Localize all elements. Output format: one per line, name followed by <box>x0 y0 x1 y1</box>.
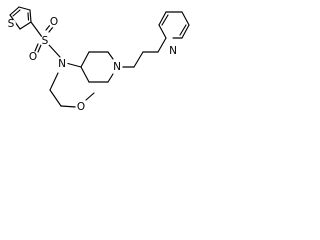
atom-n1: N <box>56 58 68 70</box>
bond-pyridine-3 <box>158 11 167 26</box>
bond-pyridine-double-1 <box>161 14 169 26</box>
bond-sulfonyl-oxygen-a1 <box>34 43 39 52</box>
bond-thiophene-double-1 <box>12 9 21 17</box>
atom-n2: N <box>111 61 123 73</box>
bond-piperidine-4 <box>107 73 114 83</box>
atom-s2-label: S <box>42 35 49 47</box>
bond-pyridine-double-2 <box>179 24 187 36</box>
bond-nitrogen-piperidine <box>65 62 82 68</box>
bond-thiophene-2 <box>18 6 31 11</box>
atom-s1-label: S <box>8 18 15 30</box>
bond-pyridine-5 <box>181 11 190 26</box>
atom-o2-label: O <box>29 51 37 63</box>
bond-thiophene-double-2 <box>27 12 30 21</box>
bond-thiophene-4 <box>19 21 32 30</box>
atom-o3-label: O <box>77 101 85 113</box>
atom-n3-label: N <box>169 45 177 57</box>
bond-piperidine-6 <box>80 66 90 83</box>
bond-sulfonyl-oxygen-a2 <box>37 44 42 53</box>
bond-pyridine-2 <box>158 24 167 39</box>
atom-o2: O <box>27 51 39 63</box>
bond-nitrogen-ch2 <box>49 72 59 91</box>
methoxyethyl-chain <box>49 72 95 108</box>
piperidine-ring <box>65 51 114 83</box>
atom-s1: S <box>6 18 16 30</box>
atom-n1-label: N <box>58 58 66 70</box>
bond-sulfonyl-oxygen-b1 <box>45 24 51 31</box>
atom-labels: S S O O N N N O <box>6 16 179 113</box>
bond-piperidine-1 <box>80 51 90 68</box>
sulfonyl-group <box>30 21 61 58</box>
pyridine-ring <box>157 11 190 53</box>
bond-thiophene-3 <box>29 9 32 23</box>
bond-pyridine-1 <box>157 37 167 53</box>
atom-o1: O <box>48 16 60 28</box>
bond-sulfonyl-oxygen-b2 <box>48 26 54 33</box>
bond-thiophene-sulfur <box>30 21 43 38</box>
atom-o1-label: O <box>50 16 58 28</box>
ethyl-linker <box>121 51 159 68</box>
bond-thiophene-1 <box>9 6 20 16</box>
bond-oxygen-methyl <box>85 92 95 101</box>
bond-ch2-ch2 <box>49 89 62 107</box>
bond-pyridine-6 <box>181 24 190 39</box>
atom-s2: S <box>39 35 51 47</box>
bond-ch2-oxygen <box>60 105 77 108</box>
bond-ch2-ch2-linker <box>133 51 144 68</box>
bond-sulfur-nitrogen <box>48 44 61 58</box>
atom-n2-label: N <box>113 61 121 73</box>
atom-n3: N <box>167 45 179 57</box>
atom-o3: O <box>75 101 87 113</box>
bond-piperidine-3 <box>107 51 114 60</box>
molecule-structure: S S O O N N N O <box>6 6 190 113</box>
